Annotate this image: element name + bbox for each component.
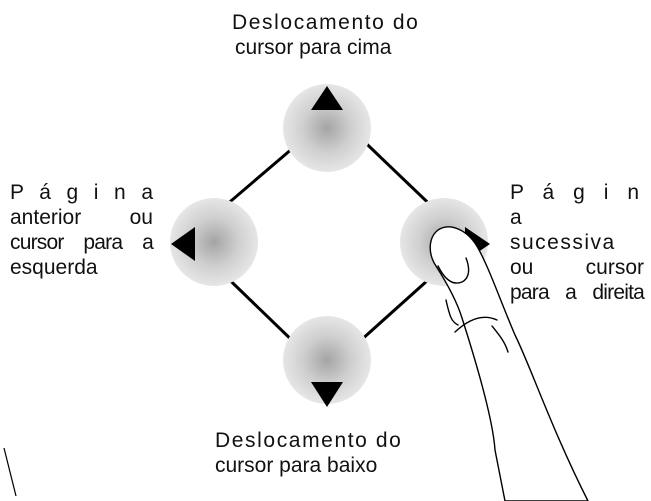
label-left-line-2: anterior ou [10,206,153,229]
label-up-line-2: cursor para cima [235,36,392,59]
touch-zone-down [283,316,371,404]
touch-zone-up [283,84,371,172]
label-up-line-1: Deslocamento do [232,11,420,34]
edge-mark [3,447,17,497]
label-next-page: P á g i n a sucessiva ou cursor para a d… [510,180,645,305]
left-arrow-icon [171,227,195,261]
label-right-line-2: sucessiva [510,231,616,254]
label-cursor-down: Deslocamento do cursor para baixo [215,428,402,478]
label-left-line-3: cursor para a [10,231,154,254]
label-previous-page: P á g i n a anterior ou cursor para a es… [10,180,154,280]
label-right-line-4: para a direita [510,281,645,304]
label-down-line-1: Deslocamento do [215,429,403,452]
label-right-line-1: P á g i n a [510,181,644,229]
up-arrow-icon [311,86,343,110]
label-right-line-3: ou cursor [510,256,644,279]
label-down-line-2: cursor para baixo [215,454,378,477]
label-cursor-up: Deslocamento do cursor para cima [232,10,419,60]
label-left-line-4: esquerda [10,256,98,279]
label-left-line-1: P á g i n a [10,181,153,204]
finger-icon [429,226,589,501]
touch-zone-left [170,198,258,286]
down-arrow-icon [311,382,343,407]
